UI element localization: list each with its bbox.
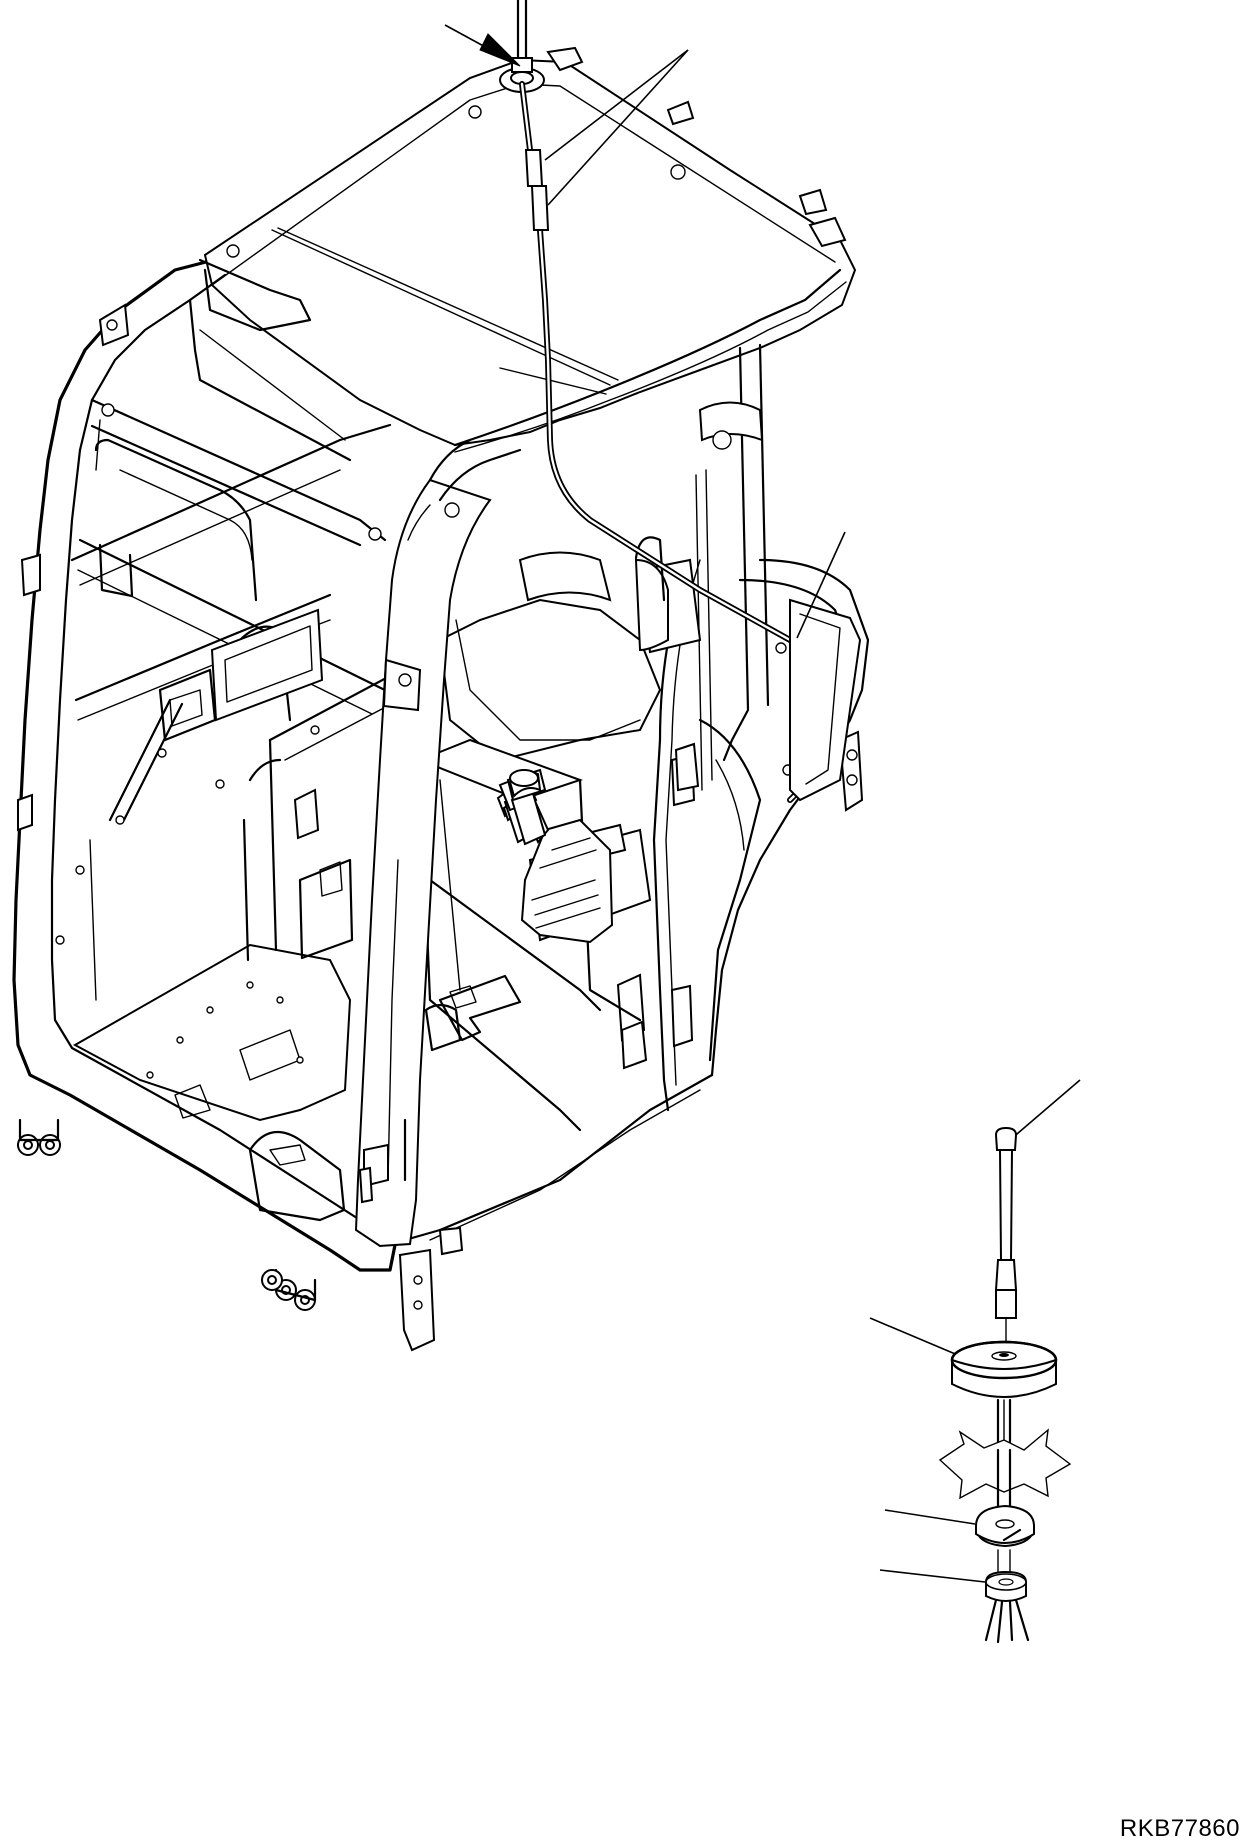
antenna-rod (994, 1126, 1018, 1347)
drawing-code-label: RKB77860 (1119, 1815, 1240, 1842)
control-lever (496, 768, 614, 944)
operator-cab (12, 0, 870, 1352)
antenna-exploded-view (938, 1126, 1072, 1644)
cab-rear-right-frame (410, 343, 870, 1241)
antenna-roof-mount (499, 0, 545, 93)
leader-cable-clamp (796, 531, 846, 639)
leader-nut (879, 1569, 986, 1583)
leader-washer (884, 1509, 976, 1525)
cab-roof (203, 46, 857, 453)
cab-front-pillar (354, 438, 522, 1352)
cab-hinges (17, 1118, 317, 1311)
roof-panel-cutaway (938, 1428, 1072, 1522)
leader-rod (1009, 1079, 1081, 1141)
antenna-wires (984, 1549, 1030, 1644)
antenna-nut (985, 1570, 1027, 1602)
cab-left-frame (12, 258, 398, 1272)
antenna-washer (974, 1504, 1036, 1548)
leader-lines (544, 49, 1081, 1583)
leader-cable-junction (544, 49, 689, 161)
antenna-base (950, 1340, 1058, 1398)
leader-cable-lower (547, 49, 689, 206)
callout-arrow (444, 24, 521, 67)
leader-base (869, 1317, 961, 1357)
cable-clamp-bracket (789, 598, 862, 802)
